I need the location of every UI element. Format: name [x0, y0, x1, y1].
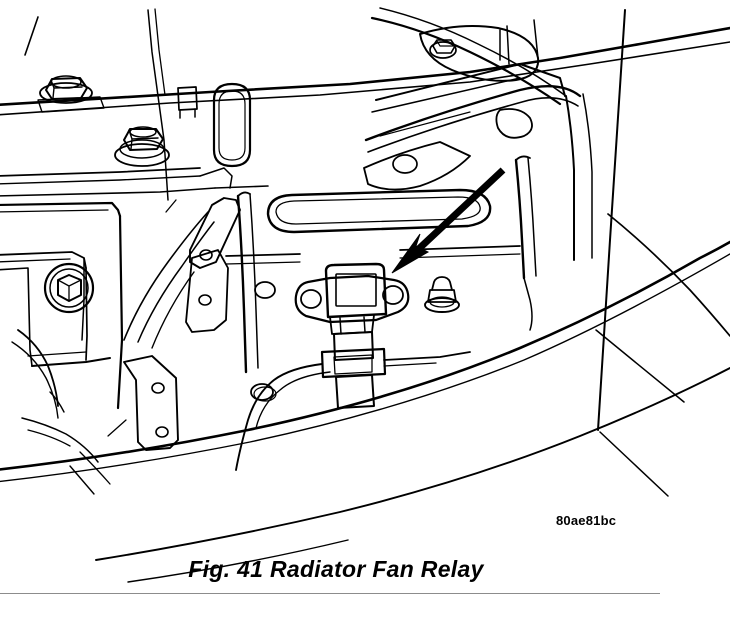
bracket-upper-left: [37, 96, 105, 113]
relay-connector-collar: [320, 347, 387, 379]
bracket-flat-lower: [123, 355, 179, 451]
left-panel-top: [0, 201, 122, 218]
vertical-strip: [514, 158, 526, 280]
bolt-boss-edge: [81, 257, 85, 341]
wire-vertical-2: [154, 8, 166, 96]
sheet-member-upper-edge: [371, 77, 521, 113]
panel-seam-3: [0, 187, 216, 197]
beam-hole: [495, 108, 533, 139]
curve-right-c: [599, 431, 669, 497]
arch-line-b: [11, 341, 59, 419]
accent-line-a: [79, 451, 111, 485]
fender-edge-main: [0, 240, 730, 471]
left-panel-top-2: [0, 209, 109, 213]
panel-seam-1: [0, 167, 201, 177]
relay-connector-collar-inner: [333, 354, 373, 375]
arch-line-c: [21, 417, 99, 463]
wire-harness-left-2: [255, 371, 331, 429]
fender-edge-main-2: [0, 253, 730, 483]
bracket-hole: [392, 154, 418, 174]
relay-mounting-flange: [294, 274, 410, 324]
beam-angled: [364, 85, 582, 142]
relay-flange-hole-left: [300, 289, 322, 309]
vertical-rib-b: [533, 19, 539, 59]
reference-code: 80ae81bc: [556, 513, 617, 528]
callout-arrow-shaft: [406, 167, 506, 261]
rib-slant-c: [151, 271, 195, 349]
bracket-teardrop: [419, 25, 540, 82]
relay-flange-hole-right: [382, 285, 404, 305]
angle-bracket-top: [199, 167, 233, 189]
callout-arrow-head: [391, 233, 430, 274]
left-panel-step-2: [0, 258, 71, 263]
small-hex-bolt: [429, 39, 457, 59]
rod-clip: [177, 86, 198, 111]
rib-slant-a: [123, 211, 209, 341]
strip-vertical-left: [236, 194, 248, 374]
long-slot-inner: [275, 196, 481, 225]
beam-highlight: [379, 111, 471, 137]
hex-nut-lower-left: [114, 126, 170, 167]
rod-clip-tabs: [179, 108, 196, 119]
curve-right-a: [607, 213, 730, 337]
relay-connector-body: [335, 374, 375, 409]
beam-angled-edge: [367, 97, 579, 153]
left-panel-bottom-step: [31, 357, 111, 367]
oval-access-hole-inner: [218, 90, 246, 161]
arch-line-a: [17, 329, 59, 407]
bracket-round-hole-plate: [363, 141, 471, 191]
top-rod-lower-edge: [0, 41, 730, 116]
wire-harness-right: [383, 351, 471, 361]
caption-separator-rule: [0, 593, 660, 594]
drawing-linework: [0, 7, 730, 583]
top-rod: [0, 26, 730, 107]
rib-slant-d: [165, 199, 177, 213]
panel-seam-2: [0, 175, 201, 185]
vertical-rib-a: [499, 25, 510, 65]
brace-diagonal-upper-2: [379, 7, 567, 97]
left-panel-right-edge: [116, 214, 124, 410]
relay-body: [324, 262, 388, 319]
panel-edge-line: [24, 16, 39, 56]
panel-seam-mid-2: [225, 253, 521, 265]
panel-hole-b: [250, 383, 274, 401]
hex-socket-bolt: [43, 262, 95, 314]
vertical-strip-top: [515, 155, 531, 161]
mounting-stud: [424, 276, 460, 313]
left-panel-bottom-step-2: [27, 351, 87, 357]
bracket-flat-lower-hole-1: [151, 382, 165, 394]
bracket-side-mid-hole: [198, 294, 212, 306]
radiator-fan-relay: [294, 262, 410, 409]
vertical-post-left-edge: [565, 95, 575, 261]
long-slot-opening: [266, 188, 492, 234]
wire-harness-right-2: [383, 362, 437, 367]
strip-vertical-left-edge: [249, 193, 259, 369]
accent-line-b: [107, 419, 127, 437]
body-line-right: [597, 9, 626, 431]
relay-face-recess: [335, 273, 377, 307]
callout-arrow: [391, 167, 506, 274]
arch-line-d: [27, 429, 71, 447]
strip-vertical-left-top: [237, 191, 251, 197]
bracket-flat-lower-hole-2: [155, 426, 169, 438]
relay-terminal-ribs: [339, 316, 366, 335]
fender-edge-lower: [95, 367, 730, 561]
figure-caption: Fig. 41 Radiator Fan Relay: [188, 556, 484, 582]
arch-line-f: [69, 465, 95, 495]
panel-hole-b-inner: [253, 386, 277, 402]
rib-slant-b: [137, 221, 215, 343]
post-bottom: [523, 277, 533, 331]
vertical-post-right-edge: [582, 93, 593, 259]
arch-line-e: [49, 391, 65, 413]
vertical-strip-edge: [527, 157, 537, 277]
curve-right-b: [595, 329, 685, 403]
oval-access-hole: [212, 82, 252, 168]
fender-edge-lower-2: [127, 539, 349, 583]
panel-seam-4: [214, 185, 269, 189]
bracket-side-mid: [185, 249, 229, 333]
left-panel-step: [0, 251, 87, 269]
wire-harness-left: [235, 363, 323, 471]
